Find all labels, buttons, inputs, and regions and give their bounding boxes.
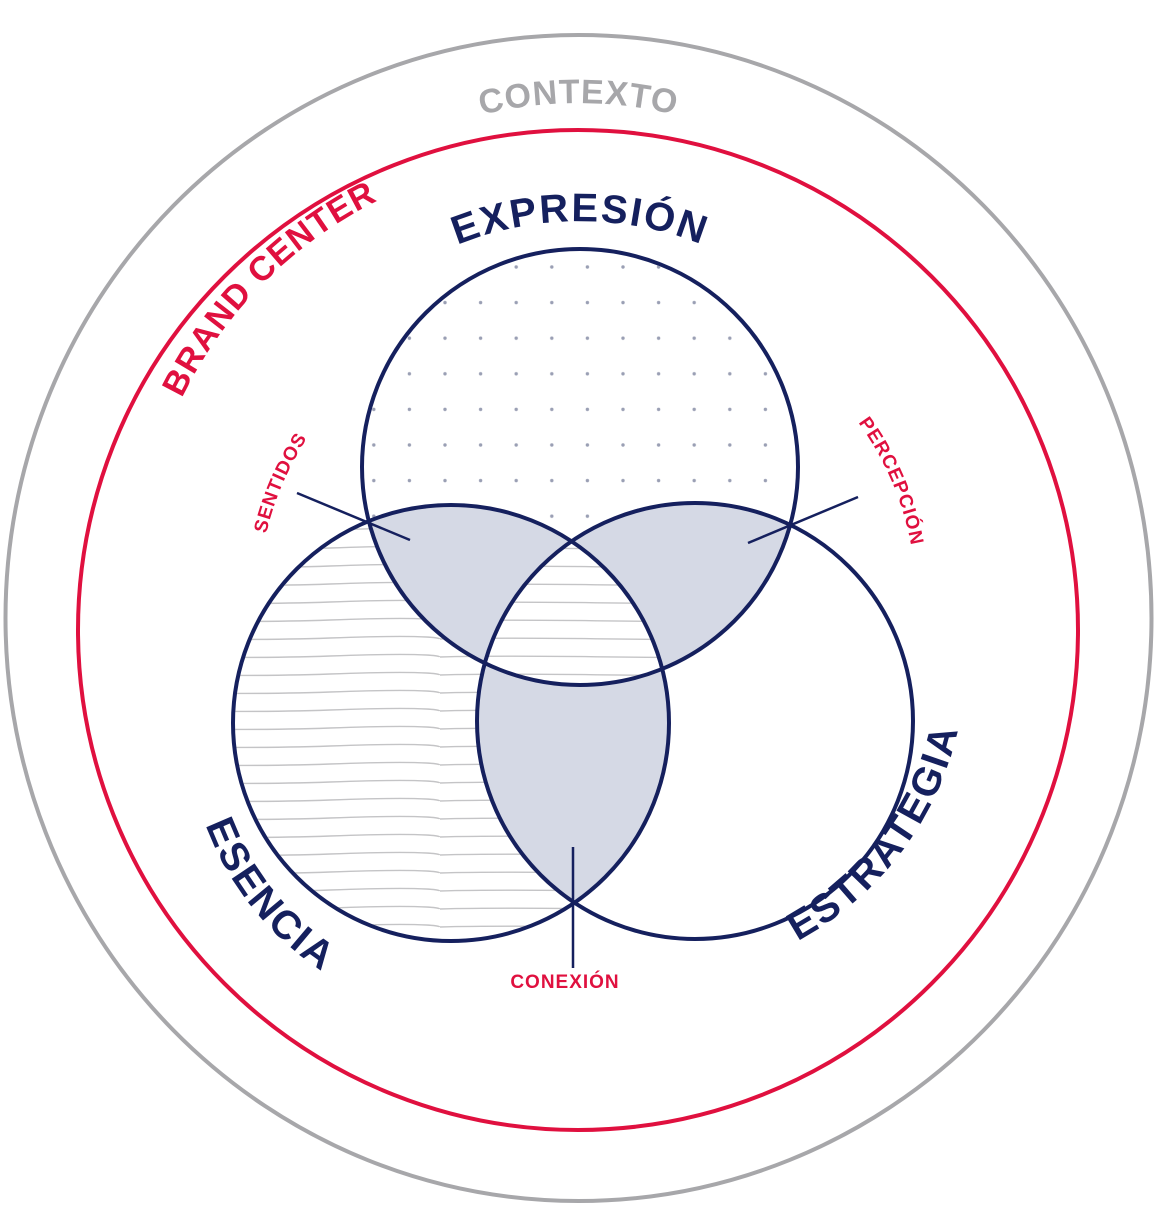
center-overlap bbox=[477, 505, 669, 685]
estrategia-circle bbox=[475, 501, 915, 941]
sentidos-label: SENTIDOS bbox=[251, 429, 312, 535]
brand-center-label: BRAND CENTER bbox=[155, 174, 382, 402]
expresion-circle bbox=[360, 247, 800, 687]
contexto-ring bbox=[3, 33, 1154, 1203]
esencia-circle bbox=[231, 503, 671, 943]
sentidos-leader-line bbox=[296, 491, 411, 542]
contexto-label: CONTEXTO bbox=[475, 73, 682, 122]
percepcion-label: PERCEPCIÓN bbox=[854, 413, 927, 547]
estrategia-label: ESTRATEGIA bbox=[780, 719, 968, 949]
expresion-label: EXPRESIÓN bbox=[445, 186, 714, 253]
percepcion-leader-line bbox=[747, 495, 859, 545]
brand-center-ring bbox=[76, 128, 1080, 1132]
conexion-label: CONEXIÓN bbox=[510, 971, 619, 993]
